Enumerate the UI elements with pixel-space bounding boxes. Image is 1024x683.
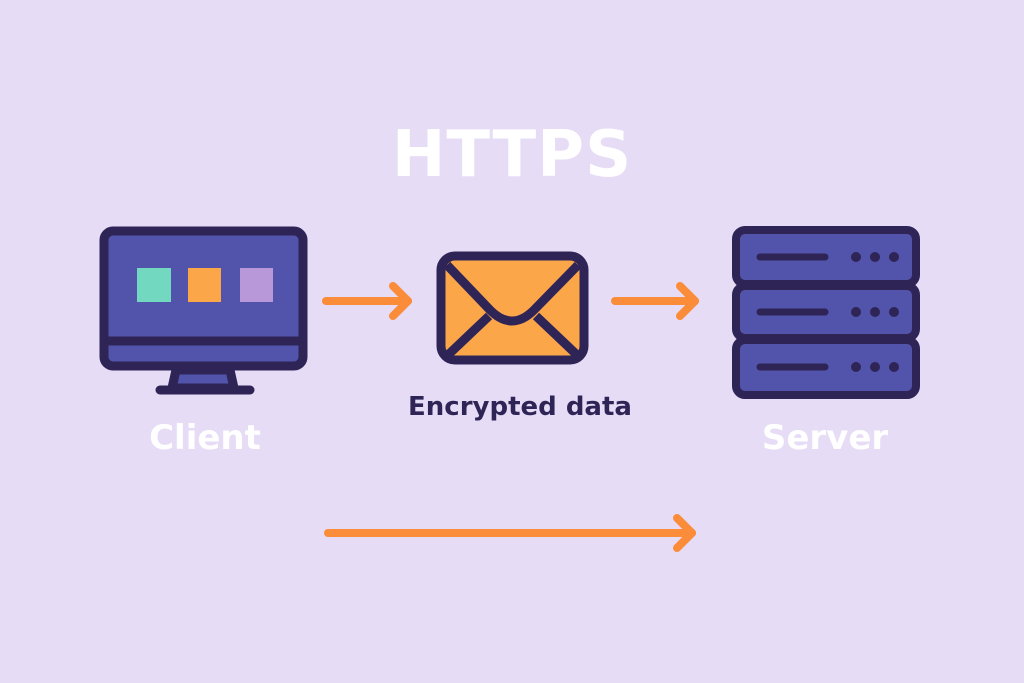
arrow-client-to-data <box>322 282 412 320</box>
diagram-title: HTTPS <box>391 118 633 192</box>
envelope-icon <box>436 251 589 365</box>
arrow-data-to-server <box>611 282 699 320</box>
server-icon <box>732 226 920 399</box>
client-label: Client <box>149 418 261 458</box>
client-monitor-icon <box>99 226 308 395</box>
long-arrow <box>324 514 696 552</box>
encrypted-data-label: Encrypted data <box>408 392 632 422</box>
server-label: Server <box>761 418 889 458</box>
